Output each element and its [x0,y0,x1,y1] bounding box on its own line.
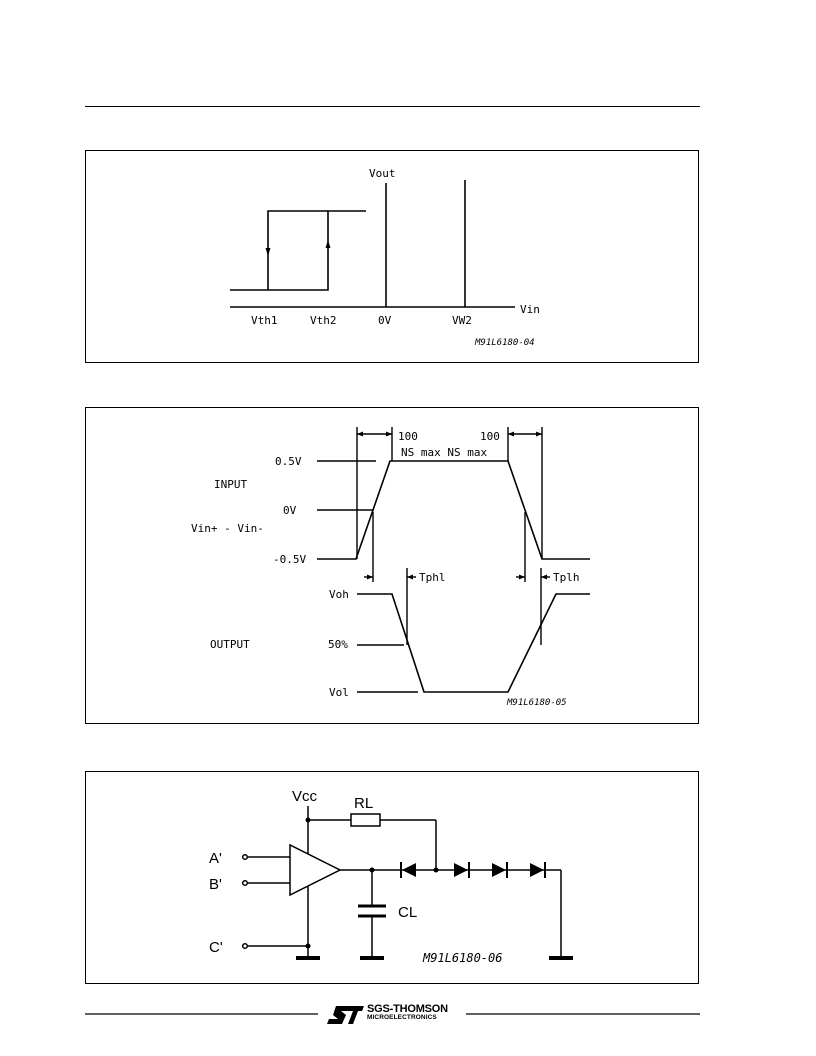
arrow-icon [519,574,525,580]
ground-icon [360,956,384,960]
up-arrow-icon [325,240,331,248]
arrow-icon [386,431,392,437]
brand-wordmark: SGS-THOMSON MICROELECTRONICS [367,1004,448,1022]
tphl-label: Tphl [419,571,446,584]
differential-input-label: Vin+ - Vin- [191,522,264,535]
hysteresis-figure [85,150,699,363]
vth1-label: Vth1 [251,314,278,327]
vol-label: Vol [329,686,349,699]
tplh-label: Tplh [553,571,580,584]
arrow-icon [367,574,373,580]
cl-label: CL [398,904,417,921]
terminal-c [241,942,249,950]
junction-dot [305,943,311,949]
diode-icon [454,863,468,877]
test-circuit-figure [85,771,699,984]
junction-dot [305,817,311,823]
arrow-icon [536,431,542,437]
rl-label: RL [354,795,373,812]
output-waveform [357,593,590,693]
comparator-symbol [289,843,342,897]
st-logo-icon [327,1006,364,1024]
input-a-label: A' [209,850,222,867]
arrow-icon [541,574,547,580]
hysteresis-rising-path [230,210,366,291]
header-rule [85,106,700,107]
level-zero-label: 0V [283,504,297,517]
page-footer [85,1006,700,1024]
level-low-label: -0.5V [273,553,306,566]
voh-label: Voh [329,588,349,601]
rl-resistor [350,813,381,827]
fifty-percent-label: 50% [328,638,348,651]
output-label: OUTPUT [210,638,250,651]
vw2-label: VW2 [452,314,472,327]
diode-bar [544,862,546,878]
brand-name: SGS-THOMSON [367,1003,448,1015]
vcc-label: Vcc [292,788,318,805]
arrow-icon [407,574,413,580]
figure-code: M91L6180-05 [506,698,567,708]
vin-label: Vin [520,303,540,316]
input-label: INPUT [214,478,247,491]
ns-max-label: NS max NS max [401,446,487,459]
diode-bar [506,862,508,878]
input-waveform [317,460,590,560]
hysteresis-falling-path [267,210,328,290]
terminal-b [241,879,249,887]
ground-icon [549,956,573,960]
arrow-icon [508,431,514,437]
figure-code: M91L6180-06 [422,951,502,965]
level-high-label: 0.5V [275,455,302,468]
figure-code: M91L6180-04 [474,338,535,348]
junction-dot [369,867,375,873]
vth2-label: Vth2 [310,314,337,327]
diode-icon [530,863,544,877]
delay-label-right: 100 [480,430,500,443]
diode-bar [468,862,470,878]
down-arrow-icon [265,248,271,256]
terminal-a [241,853,249,861]
diode-bar [400,862,402,878]
zero-volt-label: 0V [378,314,392,327]
diode-icon [402,863,416,877]
vout-label: Vout [369,167,396,180]
brand-subtitle: MICROELECTRONICS [367,1014,437,1021]
delay-label-left: 100 [398,430,418,443]
input-c-label: C' [209,939,223,956]
diode-icon [492,863,506,877]
ground-icon [296,956,320,960]
input-b-label: B' [209,876,222,893]
junction-dot [433,867,439,873]
arrow-icon [357,431,363,437]
